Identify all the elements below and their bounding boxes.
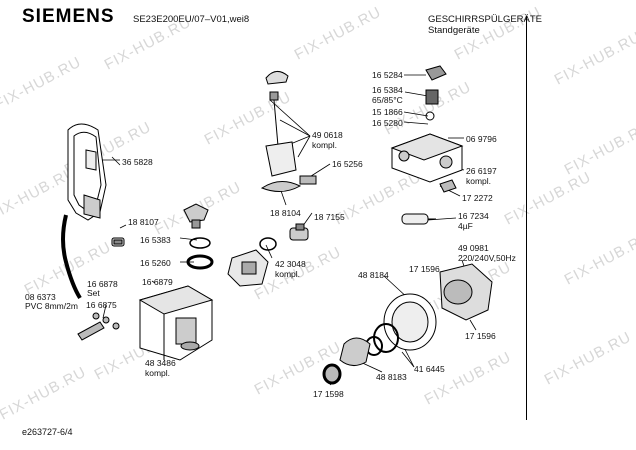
label-16-6878-sub: Set [87,288,100,298]
label-16-5280: 16 5280 [372,118,403,128]
model-number: SE23E200EU/07–V01,wei8 [133,14,250,25]
label-17-1596-bottom: 17 1596 [465,331,496,341]
label-48-3486-sub: kompl. [145,368,171,378]
label-16-7234: 16 7234 [458,211,489,221]
circulation-motor-part [439,263,493,321]
connector-part [289,223,309,241]
label-49-0981-sub: 220/240V,50Hz [458,253,516,263]
impeller-housing-part [365,293,437,356]
label-48-8184: 48 8184 [358,270,389,280]
label-17-1596-top: 17 1596 [409,264,440,274]
hose-part [61,214,82,300]
clip-part [111,237,125,247]
sump-part [138,285,214,361]
drain-pump-part [227,237,277,287]
brand-logo: SIEMENS [22,6,115,27]
label-18-8107: 18 8107 [128,217,159,227]
label-26-6197-sub: kompl. [466,176,492,186]
label-16-5384: 16 5384 [372,85,403,95]
seal-ring-part [186,254,214,270]
label-49-0618-sub: kompl. [312,140,338,150]
sensor-part [425,65,447,105]
seal-ring-part [189,237,211,249]
impeller-part [339,337,371,366]
float-assembly-part [260,71,317,192]
label-16-5284: 16 5284 [372,70,403,80]
spray-housing-part [67,123,107,221]
label-17-1598: 17 1598 [313,389,344,399]
label-16-6875: 16 6875 [86,300,117,310]
label-18-7155: 18 7155 [314,212,345,222]
label-26-6197: 26 6197 [466,166,497,176]
label-41-6445: 41 6445 [414,364,445,374]
label-16-5383: 16 5383 [140,235,171,245]
screw-set-part [77,312,120,341]
label-48-8183: 48 8183 [376,372,407,382]
category-title: GESCHIRRSPÜLGERÄTE [428,14,543,25]
label-16-5256: 16 5256 [332,159,363,169]
label-42-3048: 42 3048 [275,259,306,269]
capacitor-part [401,213,436,225]
label-16-7234-sub: 4µF [458,221,473,231]
label-08-6373-sub: PVC 8mm/2m [25,301,78,311]
label-42-3048-sub: kompl. [275,269,301,279]
subcategory-title: Standgeräte [428,25,480,36]
label-49-0981: 49 0981 [458,243,489,253]
drawing-number: e263727-6/4 [22,427,73,437]
label-16-5260: 16 5260 [140,258,171,268]
label-06-9796: 06 9796 [466,134,497,144]
label-18-8104: 18 8104 [270,208,301,218]
label-48-3486: 48 3486 [145,358,176,368]
label-16-5384-sub: 65/85°C [372,95,403,105]
label-16-6879: 16 6879 [142,277,173,287]
seal-part [322,363,342,385]
label-15-1866: 15 1866 [372,107,403,117]
label-36-5828: 36 5828 [122,157,153,167]
knob-part [183,203,209,229]
label-49-0618: 49 0618 [312,130,343,140]
label-17-2272: 17 2272 [462,193,493,203]
heater-assembly-part [390,111,464,193]
label-08-6373: 08 6373 [25,292,56,302]
right-margin-line [526,16,527,420]
label-16-6878: 16 6878 [87,279,118,289]
